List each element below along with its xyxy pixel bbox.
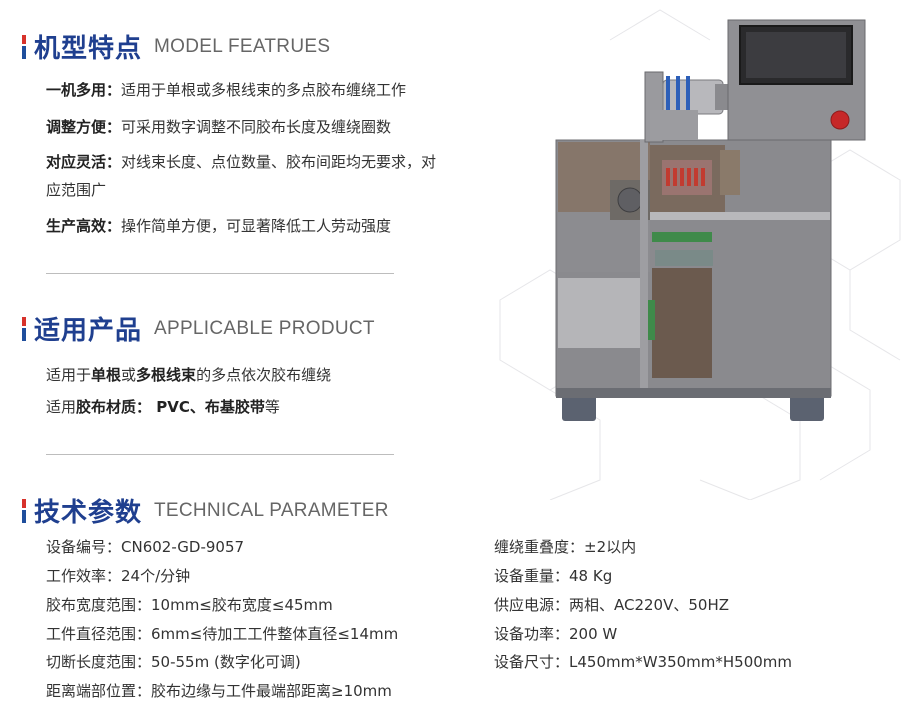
- feature-text: 操作简单方便，可显著降低工人劳动强度: [121, 217, 392, 235]
- technical-title-en: TECHNICAL PARAMETER: [154, 499, 389, 521]
- section-divider: [46, 273, 394, 274]
- feature-label: 一机多用: [46, 81, 107, 99]
- emergency-stop-button-icon: [830, 110, 850, 130]
- machine-illustration: [490, 0, 906, 501]
- spec-power: 设备功率：200 W: [494, 625, 618, 643]
- technical-title-zh: 技术参数: [34, 498, 143, 528]
- spec-end-distance: 距离端部位置：胶布边缘与工件最端部距离≥10mm: [46, 682, 392, 700]
- spec-power-supply: 供应电源：两相、AC220V、50HZ: [494, 596, 730, 614]
- heading-accent-bar: [22, 498, 26, 523]
- machine-foot-left: [562, 394, 596, 421]
- feature-item-1: 一机多用：适用于单根或多根线束的多点胶布缠绕工作: [46, 81, 407, 99]
- features-section-heading: 机型特点 MODEL FEATRUES: [22, 28, 330, 65]
- spec-cut-length: 切断长度范围：50-55m (数字化可调): [46, 653, 301, 671]
- feature-label: 生产高效: [46, 217, 107, 235]
- features-title-en: MODEL FEATRUES: [154, 35, 331, 57]
- section-divider: [46, 454, 394, 455]
- product-line-2: 适用胶布材质： PVC、布基胶带等: [46, 398, 280, 416]
- product-section-heading: 适用产品 APPLICABLE PRODUCT: [22, 310, 375, 347]
- horizontal-guide-rail: [650, 212, 830, 220]
- tape-reel: [662, 79, 724, 115]
- technical-section-heading: 技术参数 TECHNICAL PARAMETER: [22, 492, 389, 529]
- spec-overlap: 缠绕重叠度：±2以内: [494, 538, 637, 556]
- taping-machine-image: [499, 9, 901, 501]
- green-circuit-board: [652, 232, 712, 242]
- feature-text: 适用于单根或多根线束的多点胶布缠绕工作: [121, 81, 407, 99]
- spec-weight: 设备重量：48 Kg: [494, 567, 613, 585]
- spec-tape-width: 胶布宽度范围：10mm≤胶布宽度≤45mm: [46, 596, 333, 614]
- features-title-zh: 机型特点: [34, 34, 143, 64]
- spec-efficiency: 工作效率：24个/分钟: [46, 567, 191, 585]
- feature-text: 可采用数字调整不同胶布长度及缠绕圈数: [121, 118, 392, 136]
- feature-label: 调整方便: [46, 118, 107, 136]
- feature-item-3: 对应灵活：对线束长度、点位数量、胶布间距均无要求，对应范围广: [46, 153, 437, 199]
- spec-workpiece-diameter: 工件直径范围：6mm≤待加工工件整体直径≤14mm: [46, 625, 399, 643]
- tape-feed-unit: [652, 268, 712, 378]
- heading-accent-bar: [22, 316, 26, 341]
- product-line-1: 适用于单根或多根线束的多点依次胶布缠绕: [46, 366, 332, 384]
- product-title-zh: 适用产品: [34, 316, 143, 346]
- feature-item-4: 生产高效：操作简单方便，可显著降低工人劳动强度: [46, 217, 392, 235]
- feature-label: 对应灵活: [46, 153, 107, 171]
- feature-item-2: 调整方便：可采用数字调整不同胶布长度及缠绕圈数: [46, 118, 392, 136]
- spec-dimensions: 设备尺寸：L450mm*W350mm*H500mm: [494, 653, 793, 671]
- feature-text: 对线束长度、点位数量、胶布间距均无要求，对应范围广: [46, 153, 437, 199]
- cabinet-base-rail: [556, 388, 831, 398]
- product-title-en: APPLICABLE PRODUCT: [154, 317, 375, 339]
- red-wire-comb: [666, 168, 705, 186]
- spec-equipment-number: 设备编号：CN602-GD-9057: [46, 538, 245, 556]
- machine-foot-right: [790, 394, 824, 421]
- heading-accent-bar: [22, 34, 26, 59]
- left-lower-panel: [558, 278, 646, 348]
